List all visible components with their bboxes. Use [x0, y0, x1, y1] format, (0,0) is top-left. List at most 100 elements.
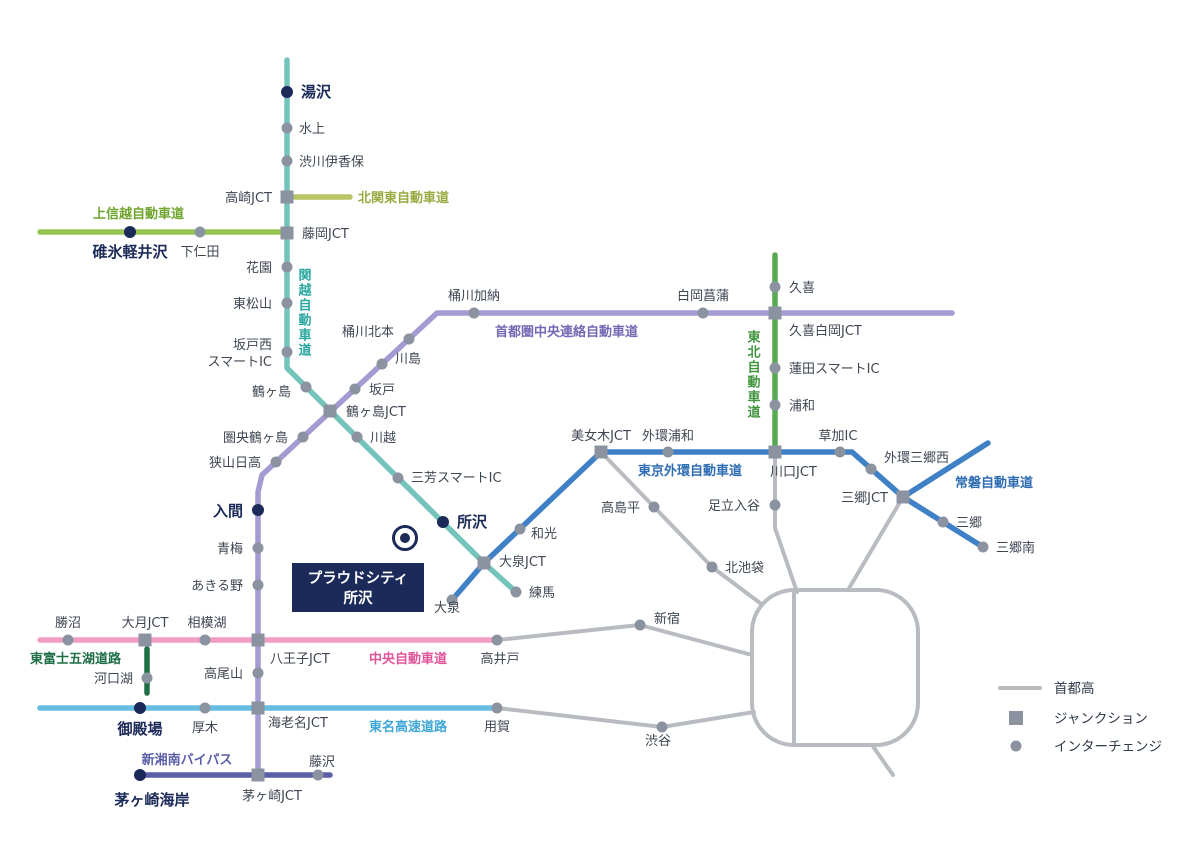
station-label: 北池袋 — [725, 561, 764, 576]
station-dot — [62, 634, 74, 646]
station-label: あきる野 — [191, 579, 243, 594]
route-label-kanetsu: 関越自動車道 — [296, 268, 313, 358]
station-label: 湯沢 — [301, 83, 332, 101]
landmark-label: プラウドシティ — [308, 570, 409, 587]
station-dot — [769, 399, 781, 411]
route-line-kanetsu — [284, 57, 519, 595]
station-label: 圏央鶴ヶ島 — [223, 430, 288, 446]
station-label: 三郷南 — [996, 540, 1035, 556]
station-label: 草加IC — [819, 429, 858, 444]
station-label: 厚木 — [192, 721, 218, 736]
station-label: 桶川加納 — [448, 289, 500, 304]
station-label: 河口湖 — [94, 672, 133, 687]
legend-ic-marker — [1010, 740, 1022, 752]
route-label-shinshonan: 新湘南バイパス — [142, 752, 233, 768]
station-label: 川島 — [395, 352, 421, 367]
station-label: 坂戸西スマートIC — [207, 338, 272, 370]
station-dot — [468, 307, 480, 319]
shuto-inner-loop — [750, 588, 920, 747]
station-dot — [514, 523, 526, 535]
station-dot — [510, 586, 522, 598]
station-label: 練馬 — [529, 586, 555, 601]
station-dot — [300, 381, 312, 393]
route-line-joban — [900, 440, 991, 500]
station-label: 大泉JCT — [499, 554, 546, 570]
station-dot — [446, 594, 458, 606]
legend-label-0: 首都高 — [1054, 680, 1095, 697]
station-label: 海老名JCT — [268, 715, 328, 731]
station-label: 茅ヶ崎海岸 — [114, 791, 189, 809]
station-label: 川越 — [370, 431, 396, 446]
station-label: 相模湖 — [187, 616, 226, 631]
legend-junction-marker — [1009, 711, 1023, 725]
junction-marker — [896, 490, 910, 504]
station-label: 久喜白岡JCT — [789, 323, 862, 339]
station-label: 和光 — [531, 527, 557, 542]
station-dot — [491, 702, 503, 714]
station-label: 鶴ヶ島 — [252, 384, 291, 400]
junction-marker — [323, 404, 337, 418]
station-dot — [199, 634, 211, 646]
station-label: 高島平 — [601, 500, 640, 516]
shuto-path-4 — [846, 495, 905, 592]
legend-label-1: ジャンクション — [1054, 711, 1148, 727]
station-label: 藤沢 — [309, 755, 335, 770]
station-dot — [351, 431, 363, 443]
station-label: 川口JCT — [770, 465, 817, 480]
station-label: 外環浦和 — [642, 429, 694, 444]
station-label: 足立入谷 — [708, 499, 760, 514]
station-label: 三郷JCT — [841, 491, 888, 506]
station-label: 狭山日高 — [209, 455, 261, 471]
station-label: 茅ヶ崎JCT — [242, 789, 302, 804]
station-dot — [252, 542, 264, 554]
station-dot — [403, 333, 415, 345]
junction-marker — [280, 190, 294, 204]
station-label: 三芳スマートIC — [411, 471, 502, 486]
station-dot — [977, 541, 989, 553]
station-label: 下仁田 — [180, 245, 219, 260]
route-label-joshinetsu: 上信越自動車道 — [93, 206, 184, 222]
station-label: 鶴ヶ島JCT — [346, 404, 406, 420]
station-dot — [769, 362, 781, 374]
station-dot — [656, 721, 668, 733]
station-dot — [634, 619, 646, 631]
station-label: 高井戸 — [480, 651, 519, 667]
station-label: 大月JCT — [122, 616, 169, 631]
station-label: 東松山 — [233, 296, 272, 312]
station-label: 蓮田スマートIC — [789, 362, 880, 377]
route-label-keno: 首都圏中央連絡自動車道 — [495, 324, 638, 340]
station-label: 三郷 — [956, 516, 982, 531]
station-label: 浦和 — [789, 399, 815, 414]
station-label: 用賀 — [484, 720, 510, 735]
station-label: 美女木JCT — [571, 428, 631, 444]
station-label: 青梅 — [217, 542, 243, 557]
legend-label-2: インターチェンジ — [1054, 739, 1162, 755]
station-label: 八王子JCT — [270, 652, 330, 667]
junction-marker — [280, 226, 294, 240]
landmark-label: 所沢 — [344, 589, 373, 607]
station-dot — [252, 667, 264, 679]
shuto-path-6 — [870, 743, 895, 777]
station-label: 大泉 — [434, 600, 460, 616]
station-dot — [281, 155, 293, 167]
station-dot — [697, 307, 709, 319]
major-station-dot — [134, 702, 146, 714]
station-dot — [281, 122, 293, 134]
junction-marker — [477, 556, 491, 570]
station-dot — [297, 431, 309, 443]
station-dot — [349, 383, 361, 395]
shuto-path-1 — [495, 706, 756, 729]
route-label-gaikan: 東京外環自動車道 — [638, 463, 742, 479]
station-dot — [865, 463, 877, 475]
station-dot — [769, 281, 781, 293]
station-label: 水上 — [299, 122, 325, 137]
station-label: 外環三郷西 — [884, 451, 949, 466]
major-station-dot — [124, 226, 136, 238]
station-label: 渋谷 — [645, 734, 671, 749]
station-dot — [141, 672, 153, 684]
route-label-higashifuji: 東富士五湖道路 — [30, 651, 122, 667]
station-label: 花園 — [246, 260, 272, 276]
station-label: 久喜 — [789, 281, 815, 296]
station-label: 碓氷軽井沢 — [92, 243, 168, 261]
